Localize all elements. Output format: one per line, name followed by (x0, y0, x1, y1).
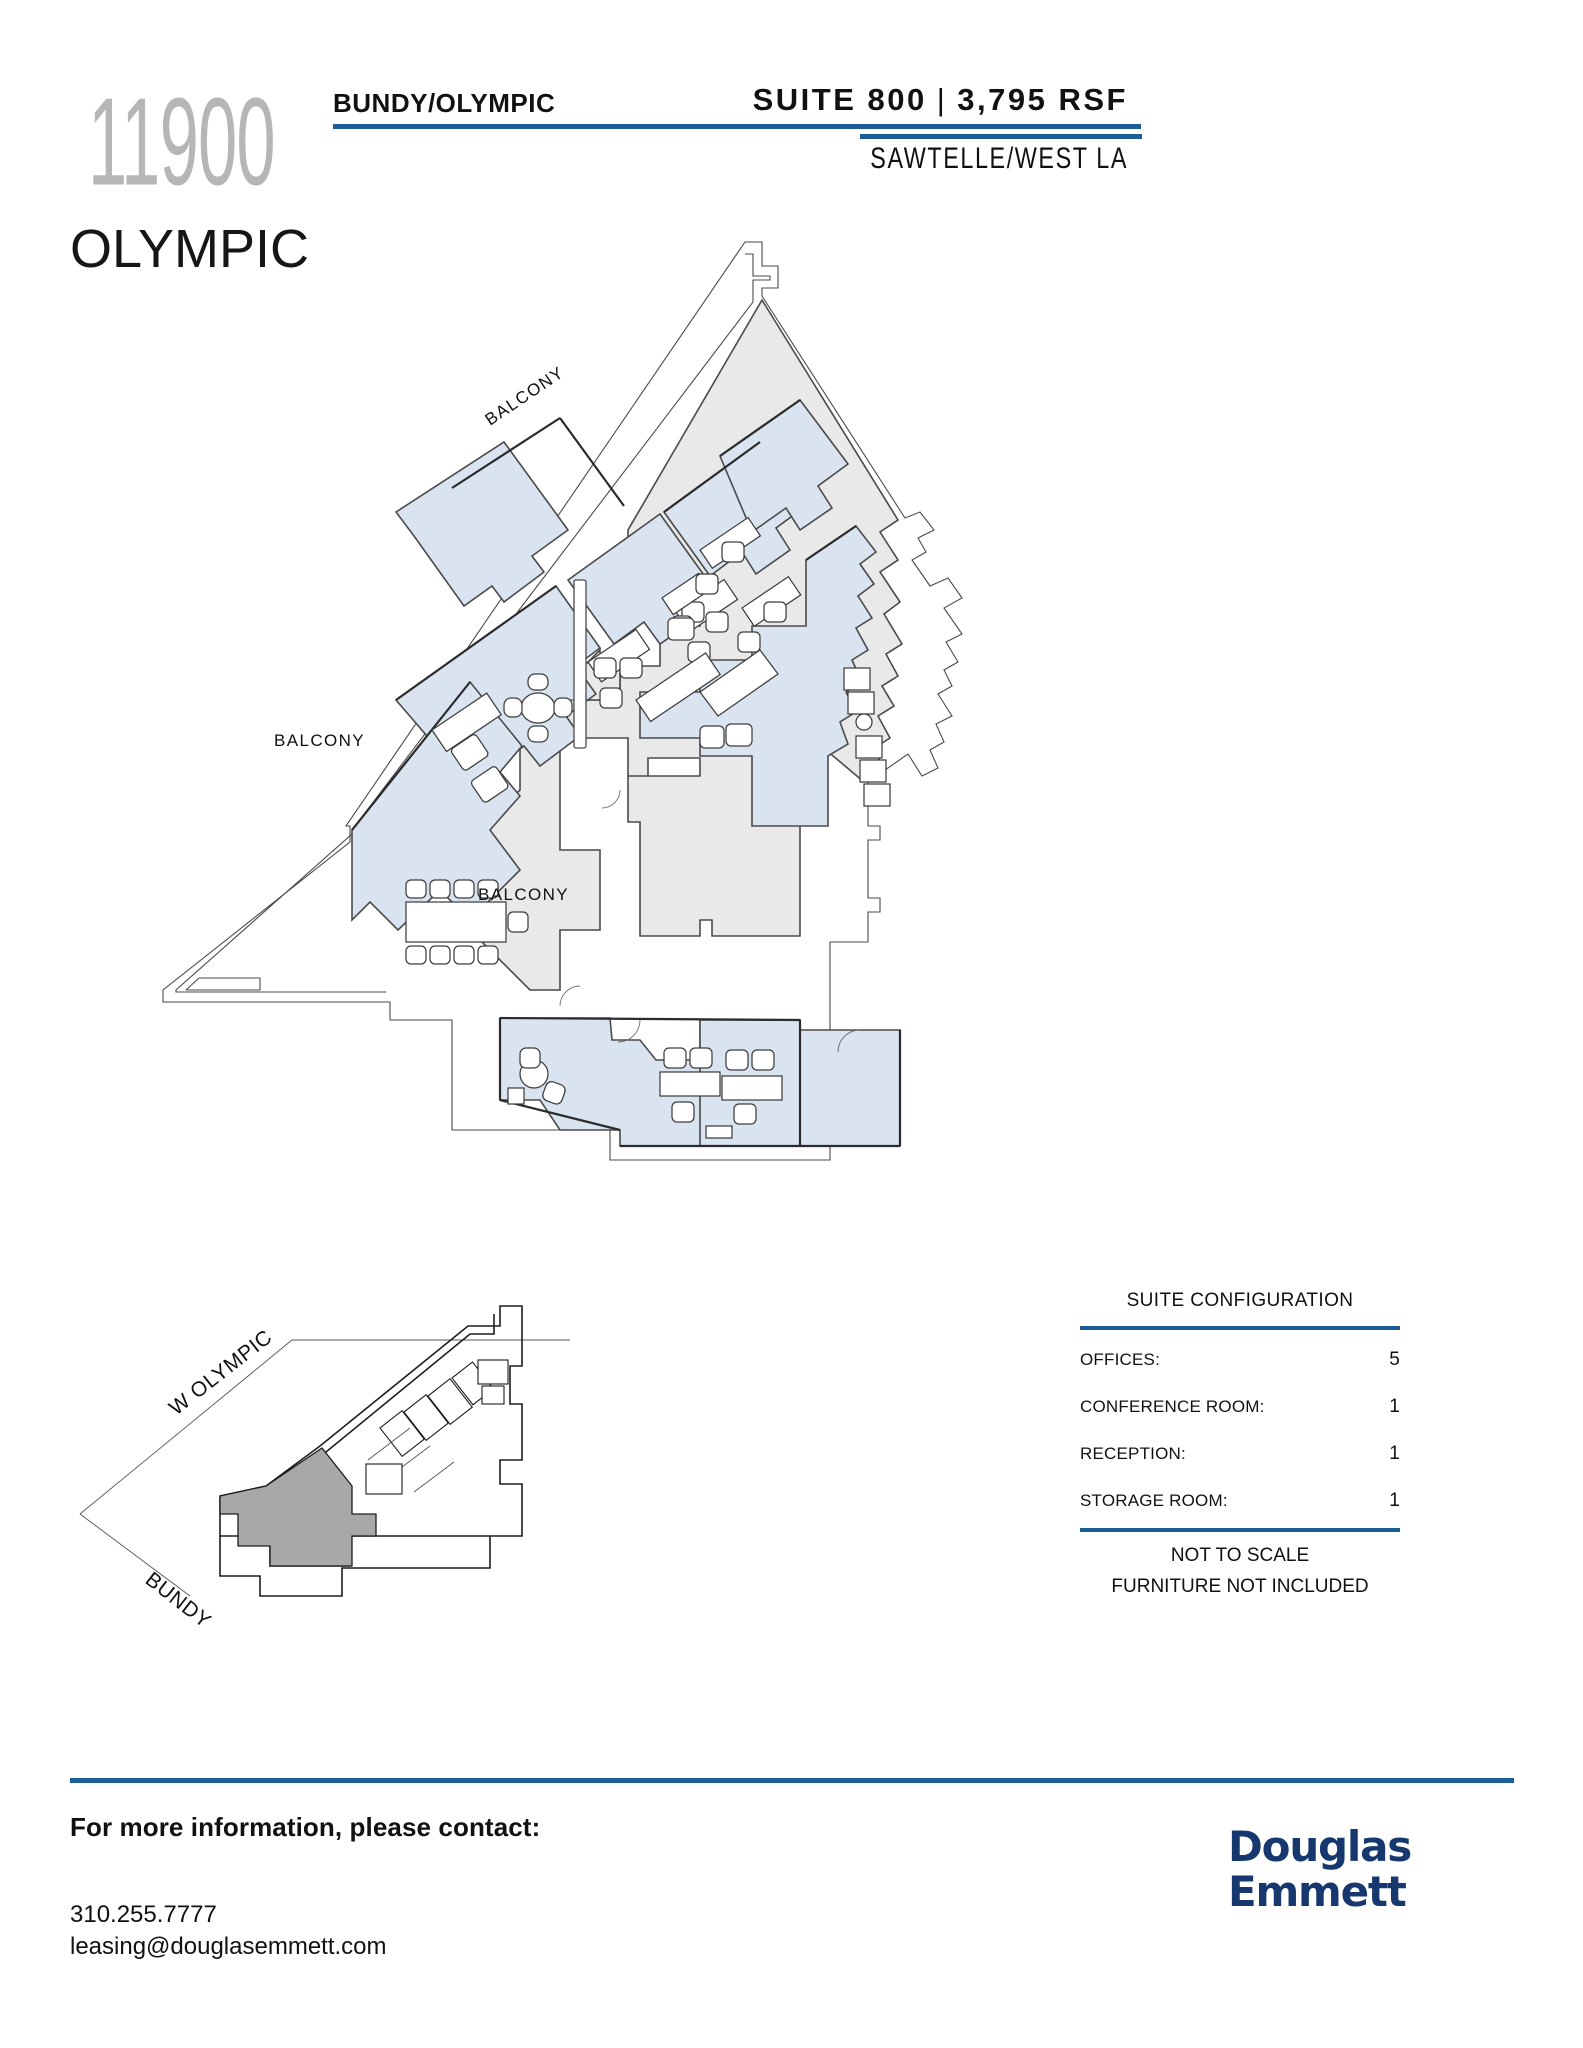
config-rule-bottom (1080, 1528, 1400, 1532)
footer-rule (70, 1778, 1514, 1783)
suite-rsf-line: SUITE 800 | 3,795 RSF (408, 82, 1128, 118)
config-rule-top (1080, 1326, 1400, 1330)
config-value-offices: 5 (1389, 1349, 1400, 1370)
config-note-furniture: FURNITURE NOT INCLUDED (1111, 1576, 1369, 1598)
config-value-storage-room: 1 (1389, 1490, 1400, 1511)
suite-configuration-title: SUITE CONFIGURATION (1126, 1290, 1354, 1311)
config-label-conference-room: CONFERENCE ROOM: (1080, 1397, 1265, 1416)
config-note-not-to-scale: NOT TO SCALE (1170, 1545, 1310, 1566)
key-map: .kw { fill:none; stroke:#1d1d1d; stroke-… (70, 1300, 690, 1640)
header-rule-left (333, 124, 1141, 129)
footer-email[interactable]: leasing@douglasemmett.com (70, 1933, 387, 1960)
header: 11900 OLYMPIC BUNDY/OLYMPIC SUITE 800 | 3,… (0, 0, 1583, 300)
logo-line-2: Emmett (1228, 1867, 1407, 1916)
config-rows: OFFICES: 5 CONFERENCE ROOM: 1 RECEPTION:… (1080, 1330, 1400, 1528)
footer-contact-heading: For more information, please contact: (70, 1812, 541, 1842)
street-label-bundy: BUNDY (141, 1568, 215, 1633)
config-value-reception: 1 (1389, 1443, 1400, 1464)
config-label-offices: OFFICES: (1080, 1350, 1160, 1369)
building-envelope (162, 241, 963, 1161)
building-number: 11900 (88, 72, 276, 212)
suite-rooms (351, 398, 901, 1147)
config-value-conference-room: 1 (1389, 1396, 1400, 1417)
street-label-olympic: W OLYMPIC (165, 1325, 277, 1419)
config-row-storage-room: STORAGE ROOM: 1 (1080, 1477, 1400, 1524)
logo-line-1: Douglas (1228, 1822, 1412, 1871)
cross-streets-label: BUNDY/OLYMPIC (333, 88, 556, 118)
config-row-offices: OFFICES: 5 (1080, 1336, 1400, 1383)
config-row-reception: RECEPTION: 1 (1080, 1430, 1400, 1477)
suite-configuration: SUITE CONFIGURATION OFFICES: 5 CONFERENC… (1080, 1290, 1400, 1602)
floor-plan: .w { fill:none; stroke:#2b2b2b; stroke-w… (0, 230, 1583, 1220)
room-office-nw (394, 440, 570, 608)
highlighted-suite (219, 1447, 377, 1567)
suite-number: SUITE 800 (752, 82, 927, 117)
balcony-label-north: BALCONY (482, 363, 568, 430)
glazing-mullion (573, 579, 587, 749)
street-lines (79, 1339, 570, 1597)
floor-plan-drawing: .w { fill:none; stroke:#2b2b2b; stroke-w… (162, 241, 963, 1161)
building-core (365, 1359, 509, 1495)
key-map-drawing: .kw { fill:none; stroke:#1d1d1d; stroke-… (79, 1305, 570, 1633)
room-office-ne1 (719, 398, 850, 534)
config-row-conference-room: CONFERENCE ROOM: 1 (1080, 1383, 1400, 1430)
config-label-storage-room: STORAGE ROOM: (1080, 1491, 1228, 1510)
furniture (405, 516, 891, 1139)
balcony-label-west: BALCONY (274, 731, 365, 750)
room-office-s2 (799, 1029, 901, 1147)
header-rule-right (860, 134, 1142, 139)
footer-phone[interactable]: 310.255.7777 (70, 1901, 217, 1928)
douglas-emmett-logo: Douglas Emmett (1228, 1822, 1412, 1916)
config-label-reception: RECEPTION: (1080, 1444, 1186, 1463)
submarket-label: SAWTELLE/WEST LA (870, 142, 1128, 175)
doors (559, 789, 861, 1053)
balcony-label-south: BALCONY (478, 885, 569, 904)
building-name: OLYMPIC (70, 219, 310, 279)
suite-rsf: 3,795 RSF (957, 82, 1128, 117)
suite-separator: | (936, 82, 948, 117)
